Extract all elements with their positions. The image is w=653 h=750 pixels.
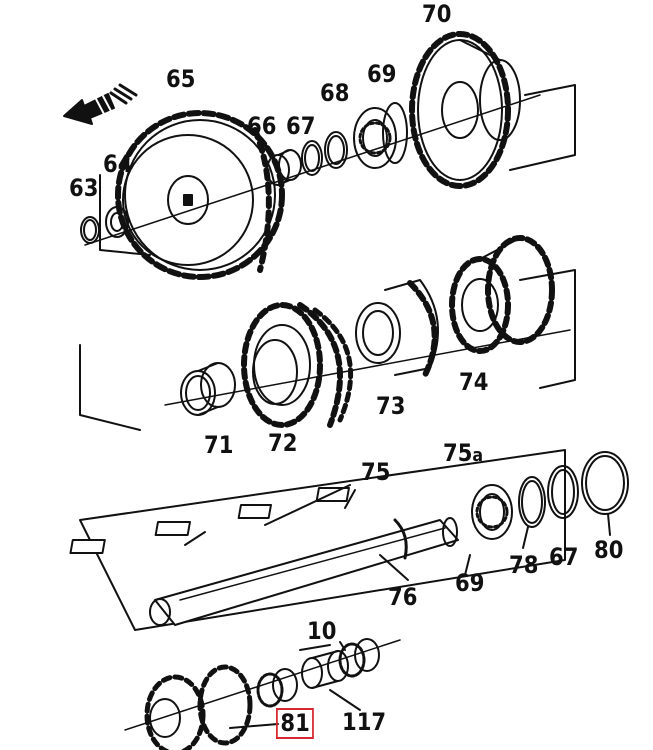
part-69-bearing-upper [353,102,408,169]
label-71: 71 [204,431,234,459]
part-63-circlip [80,216,100,244]
part-66-bushing [266,149,302,186]
label-73: 73 [376,392,406,420]
label-75a-suffix: a [472,445,484,466]
part-81-gear [124,639,401,750]
label-74: 74 [459,368,489,396]
label-75: 75 [361,458,391,486]
part-75-keys [69,484,356,554]
label-75a: 75a [443,441,483,465]
label-69: 69 [367,60,397,88]
part-117-spacer [301,650,361,711]
label-70: 70 [422,0,452,28]
label-117: 117 [342,708,387,736]
part-69-bearing-lower [464,484,513,576]
part-65-large-gear [115,110,285,280]
panel-lower [79,449,566,631]
label-67-lower: 67 [549,543,579,571]
label-10: 10 [307,617,337,645]
label-68: 68 [320,79,350,107]
part-10-needle-bearings [256,638,380,708]
part-67-circlip-lower [547,465,579,541]
part-68-ring [324,131,348,169]
part-72-cluster-gear [241,302,354,428]
part-76-shaft [149,517,459,626]
label-67: 67 [286,112,316,140]
label-65: 65 [166,65,196,93]
label-69-lower: 69 [455,569,485,597]
part-67-circlip [301,140,323,176]
label-66: 66 [247,112,277,140]
part-78-ring [518,476,546,549]
label-75a-number: 75 [443,439,473,467]
label-64: 64 [103,150,133,178]
label-78: 78 [509,551,539,579]
part-70-gear [409,31,521,189]
panel-middle [79,269,576,431]
label-80: 80 [594,536,624,564]
label-72: 72 [268,429,298,457]
part-80-ring [581,451,629,536]
part-73-gear [355,279,439,378]
label-76: 76 [388,583,418,611]
part-71-bushing [180,362,236,416]
direction-arrow-icon [63,83,138,125]
label-63: 63 [69,174,99,202]
label-81-highlighted: 81 [276,708,315,739]
part-74-cluster-gear [449,235,555,354]
